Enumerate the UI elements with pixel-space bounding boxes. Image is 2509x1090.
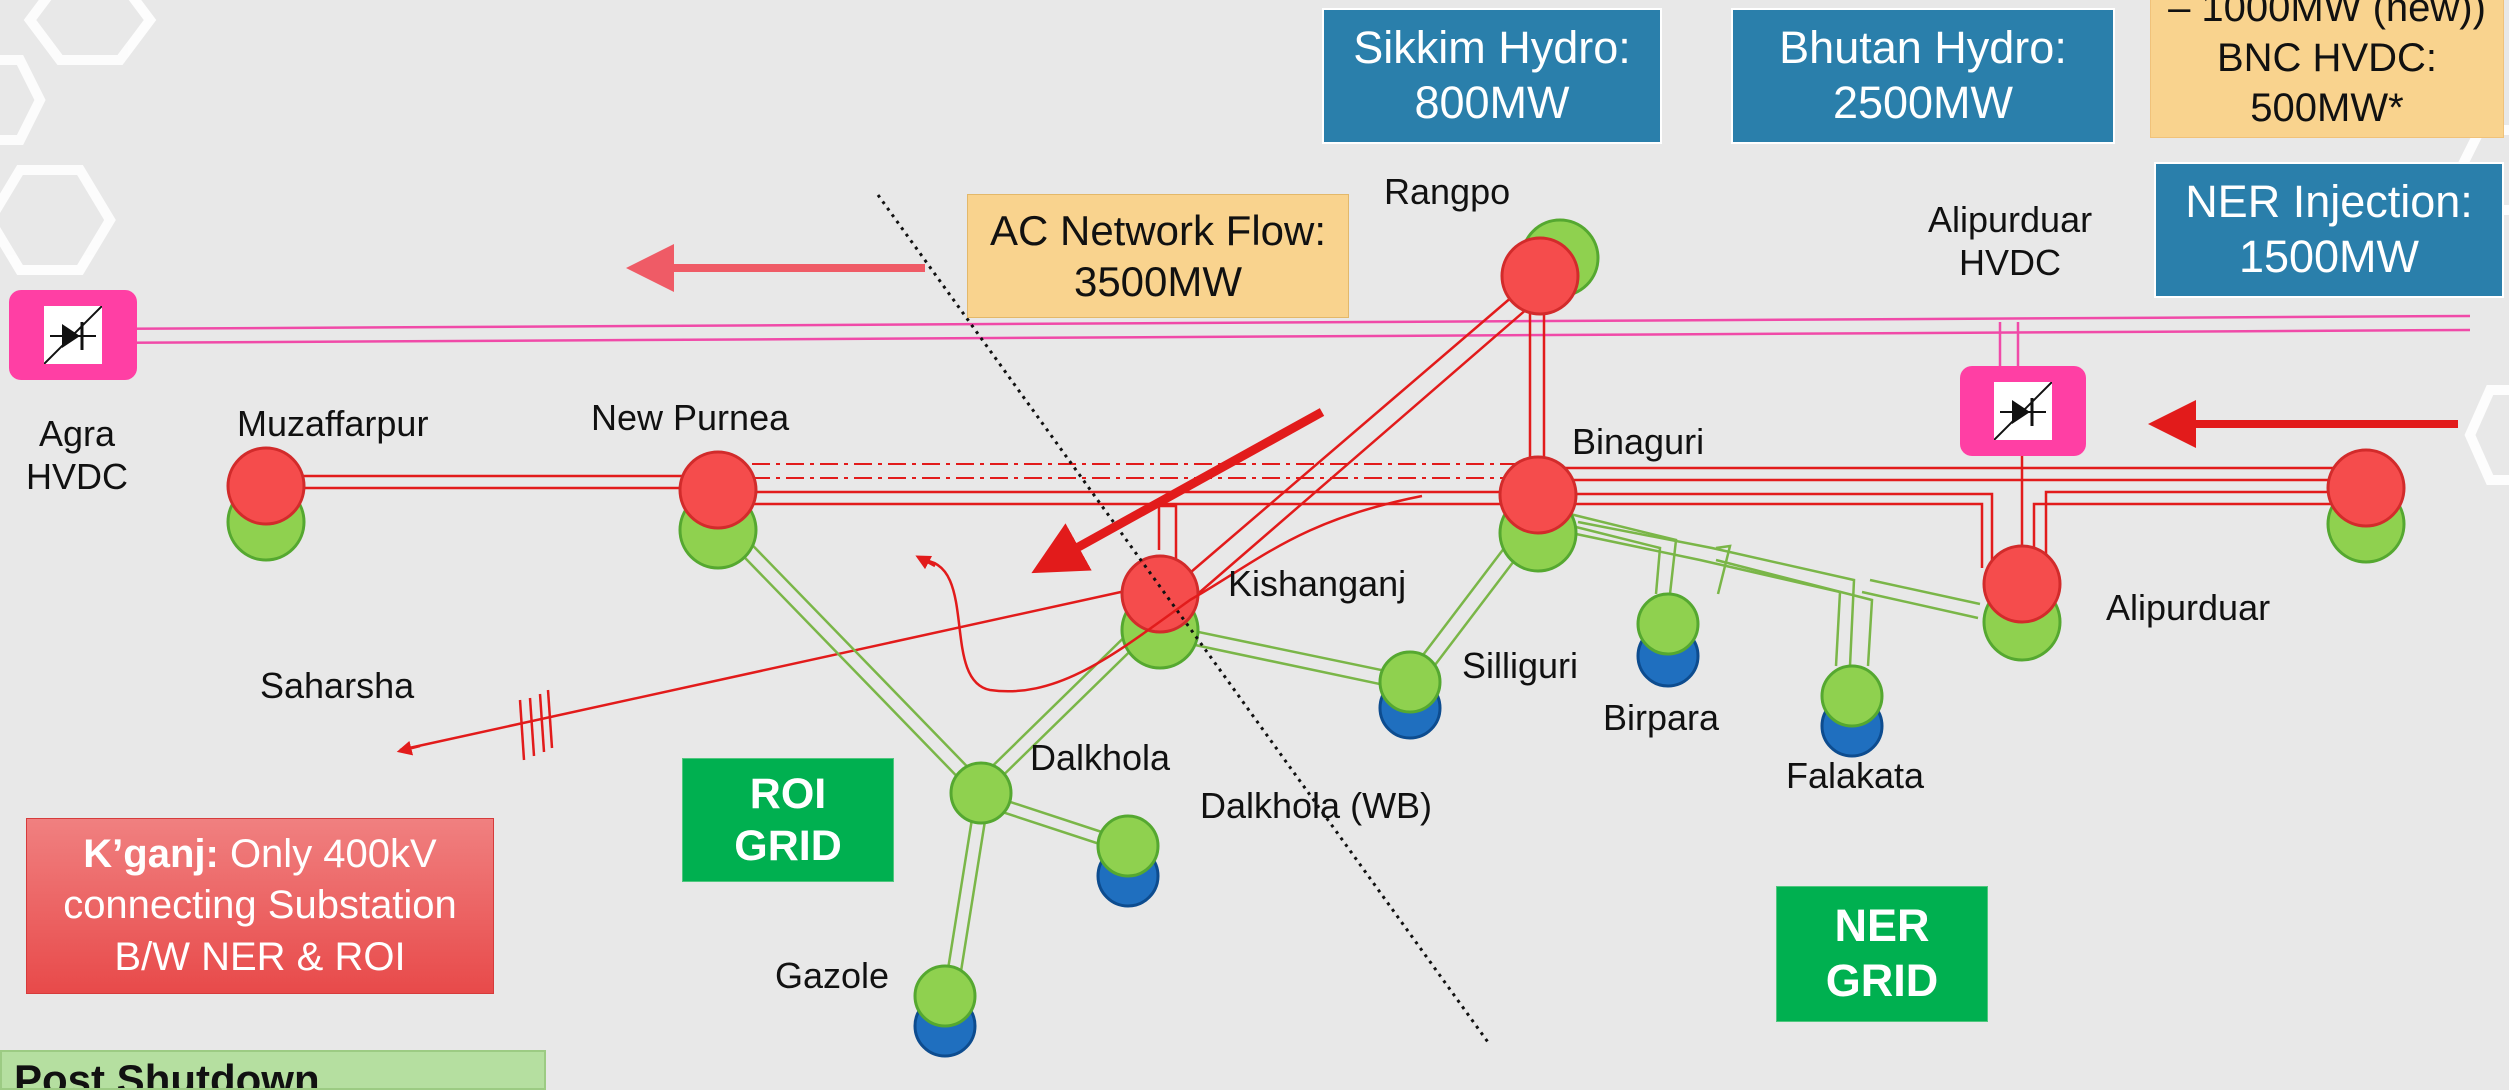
hvdc-converter-icon bbox=[1960, 366, 2086, 456]
station-label-new-purnea: New Purnea bbox=[591, 397, 790, 438]
ner-grid-line1: NER bbox=[1834, 900, 1930, 952]
roi-grid-line1: ROI bbox=[749, 769, 827, 818]
station-label-binaguri: Binaguri bbox=[1572, 421, 1705, 462]
station-label-rangpo: Rangpo bbox=[1384, 171, 1511, 212]
hvdc-converter-icon bbox=[9, 290, 137, 380]
agra-line2: HVDC bbox=[26, 456, 129, 498]
substation-nodes bbox=[226, 218, 2406, 1058]
region-boundary bbox=[876, 194, 1492, 1046]
kishanganj-note-line3: B/W NER & ROI bbox=[114, 934, 406, 979]
ner-grid-box: NER GRID bbox=[1776, 886, 1988, 1022]
footer-title-box: Post Shutdown bbox=[0, 1050, 546, 1090]
station-label-silliguri: Silliguri bbox=[1462, 645, 1579, 686]
bnc-hvdc-line1: – 1000MW (new)) bbox=[2168, 0, 2486, 30]
ner-injection-value: 1500MW bbox=[2238, 231, 2420, 282]
bhutan-hydro-box: Bhutan Hydro: 2500MW bbox=[1731, 8, 2115, 144]
flow-curve-arrow bbox=[915, 555, 936, 570]
station-label-agra: Agra HVDC bbox=[26, 412, 128, 498]
sikkim-hydro-box: Sikkim Hydro: 800MW bbox=[1322, 8, 1662, 144]
kishanganj-note: K’ganj: Only 400kV connecting Substation… bbox=[26, 818, 494, 994]
station-label-dalkhola: Dalkhola bbox=[1030, 737, 1171, 778]
station-label-kishanganj: Kishanganj bbox=[1228, 563, 1407, 604]
sikkim-hydro-title: Sikkim Hydro: bbox=[1353, 22, 1631, 74]
saharsha-arrow bbox=[396, 740, 421, 756]
footer-title: Post Shutdown bbox=[14, 1056, 320, 1090]
kishanganj-note-line1: K’ganj: Only 400kV bbox=[83, 829, 436, 880]
agra-line1: Agra bbox=[38, 413, 116, 454]
alipurduar-hvdc-line1: Alipurduar bbox=[1928, 199, 2093, 240]
station-label-muzaffarpur: Muzaffarpur bbox=[237, 403, 429, 444]
flow-arrow-icon bbox=[1031, 408, 1325, 574]
station-label-alipurduar: Alipurduar bbox=[2106, 587, 2271, 628]
kishanganj-note-bold: K’ganj: bbox=[83, 832, 219, 877]
station-label-falakata: Falakata bbox=[1786, 755, 1925, 796]
alipurduar-hvdc-line2: HVDC bbox=[1959, 242, 2062, 284]
bnc-hvdc-box: – 1000MW (new)) BNC HVDC: 500MW* bbox=[2150, 0, 2504, 138]
kishanganj-note-rest: Only 400kV bbox=[218, 832, 437, 877]
ac-network-flow-box: AC Network Flow: 3500MW bbox=[967, 194, 1349, 318]
bhutan-hydro-value: 2500MW bbox=[1832, 77, 2014, 128]
roi-grid-line2: GRID bbox=[734, 822, 842, 870]
bnc-hvdc-value: 500MW* bbox=[2250, 86, 2404, 130]
station-label-birpara: Birpara bbox=[1603, 697, 1720, 738]
dashed-tie-line bbox=[718, 463, 1538, 479]
roi-grid-box: ROI GRID bbox=[682, 758, 894, 882]
station-label-alipurduar-hvdc: Alipurduar HVDC bbox=[1928, 198, 2092, 284]
station-label-gazole: Gazole bbox=[775, 955, 890, 996]
400kv-lines bbox=[266, 289, 2366, 752]
kishanganj-note-line2: connecting Substation bbox=[63, 883, 457, 928]
line-break-marks bbox=[518, 689, 554, 761]
ac-network-flow-title: AC Network Flow: bbox=[989, 206, 1327, 254]
ner-grid-line2: GRID bbox=[1825, 955, 1939, 1006]
ner-injection-title: NER Injection: bbox=[2185, 176, 2473, 228]
station-label-dalkhola-wb: Dalkhola (WB) bbox=[1200, 785, 1433, 826]
ac-network-flow-value: 3500MW bbox=[1073, 258, 1243, 305]
sikkim-hydro-value: 800MW bbox=[1414, 77, 1570, 128]
bhutan-hydro-title: Bhutan Hydro: bbox=[1779, 22, 2067, 74]
bnc-hvdc-title: BNC HVDC: bbox=[2216, 36, 2438, 80]
station-label-saharsha: Saharsha bbox=[260, 665, 415, 706]
ner-injection-box: NER Injection: 1500MW bbox=[2154, 162, 2504, 298]
hvdc-line bbox=[87, 314, 2471, 370]
flow-curve bbox=[919, 494, 1423, 693]
